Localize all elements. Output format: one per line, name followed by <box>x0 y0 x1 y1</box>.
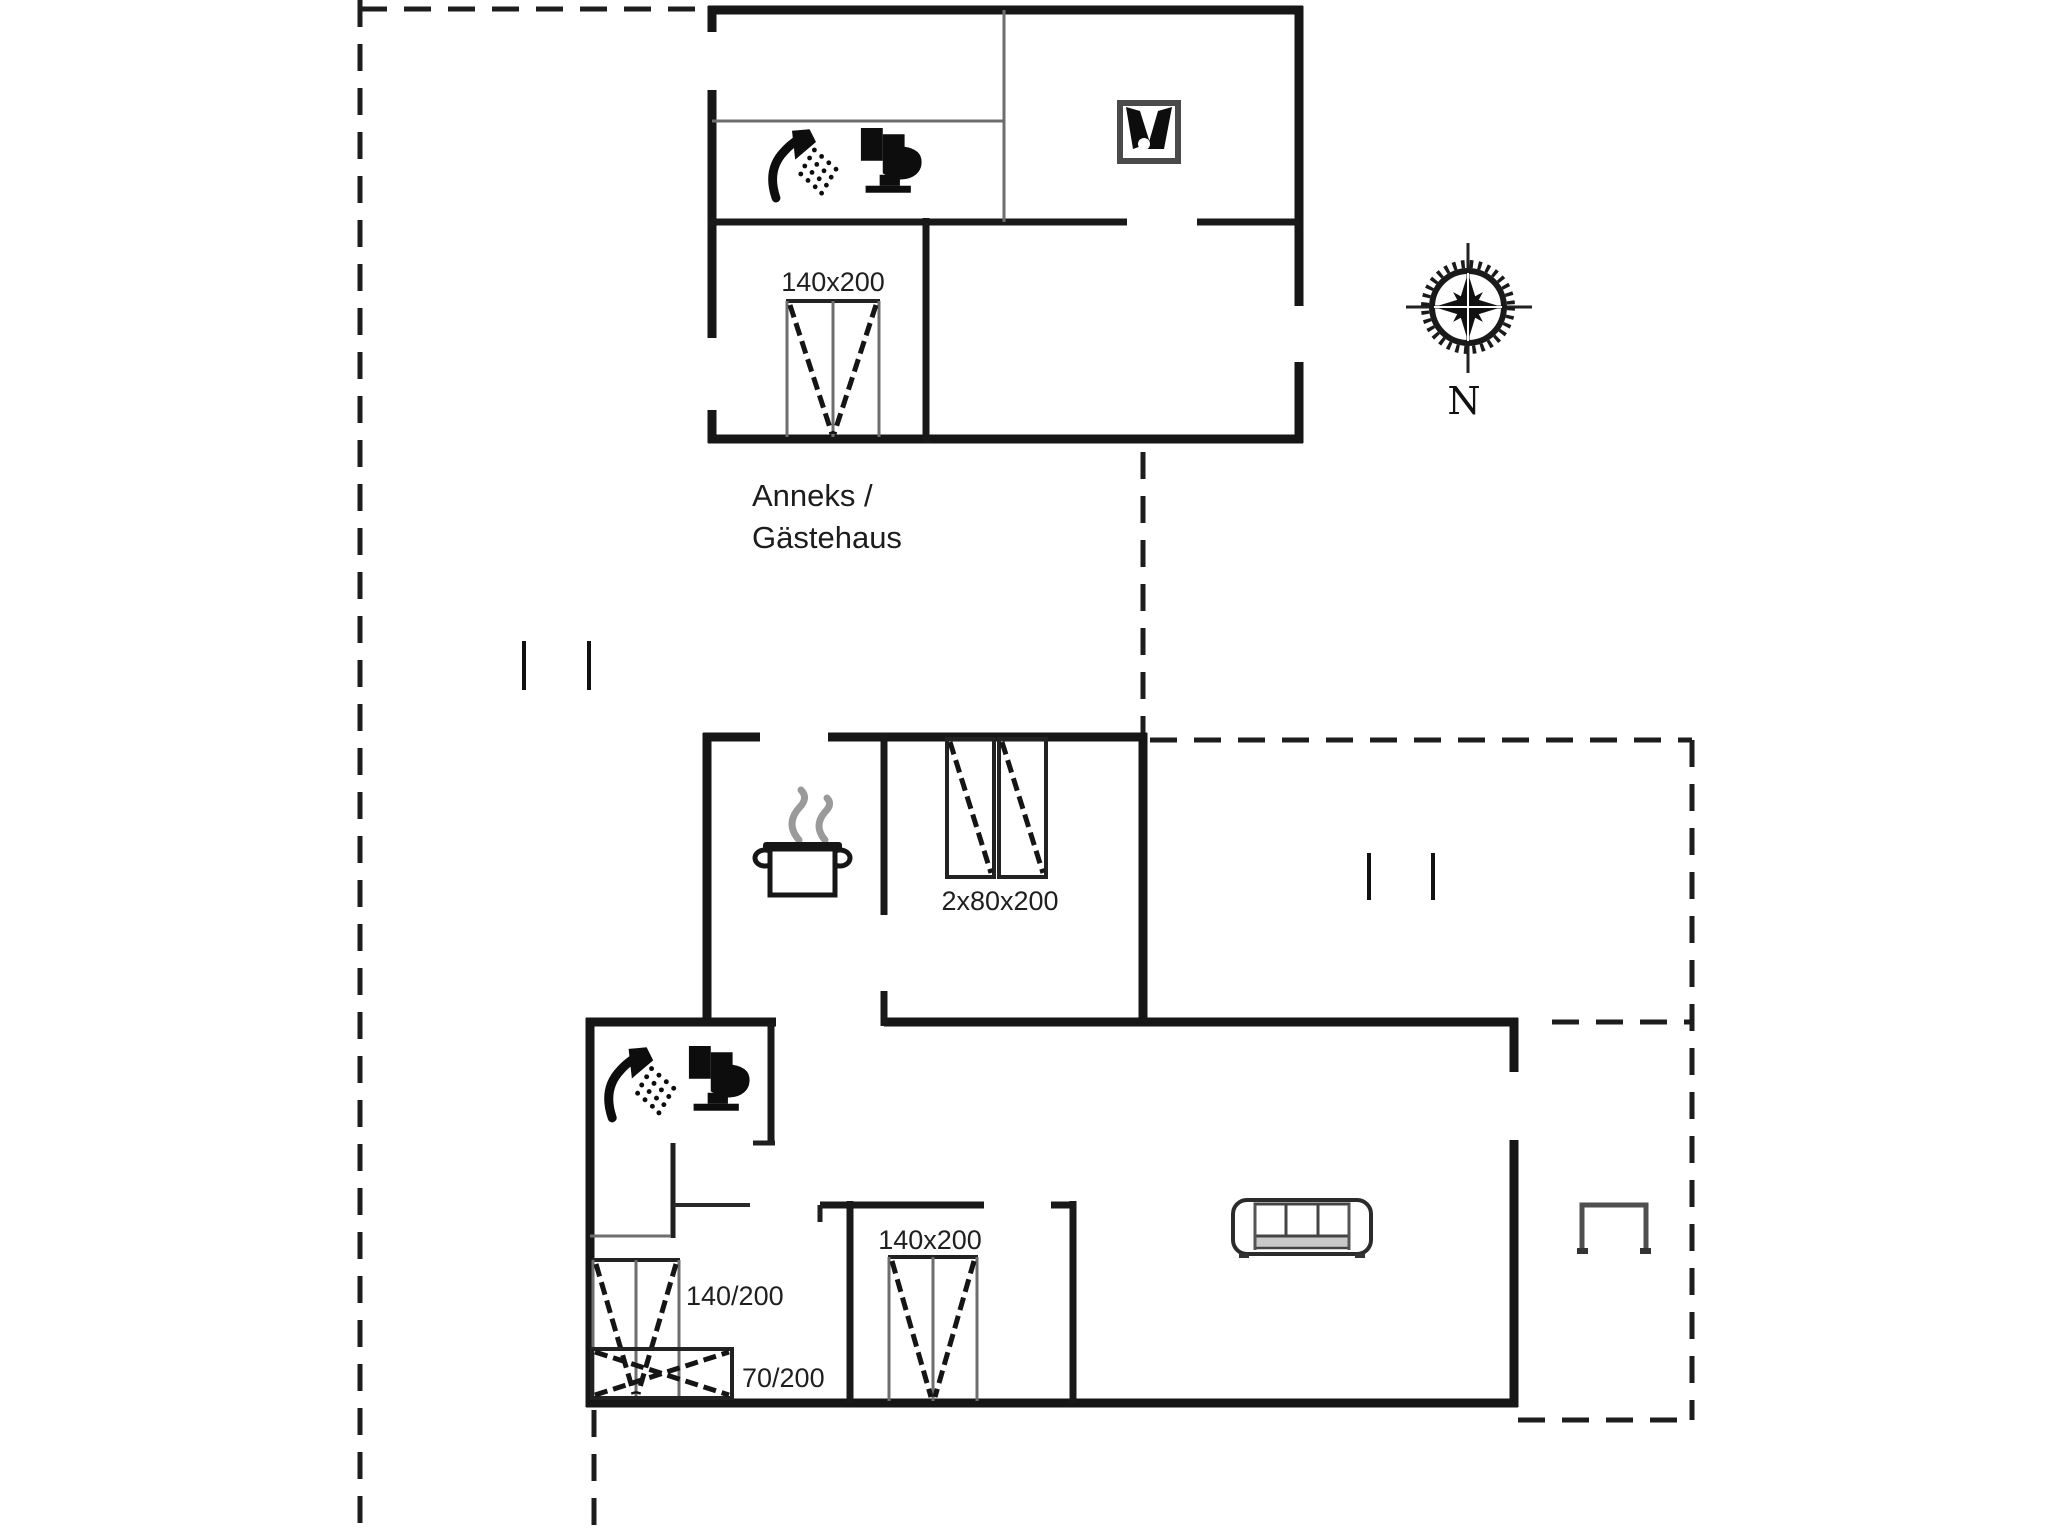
annex-bed-size-label: 140x200 <box>781 267 885 297</box>
annex-caption-line2: Gästehaus <box>752 520 902 555</box>
small-bed-size-label: 70/200 <box>742 1363 825 1393</box>
left-bed-size-label: 140/200 <box>686 1281 784 1311</box>
toilet-icon <box>860 128 922 193</box>
sofa-icon <box>1231 1198 1373 1258</box>
annex-double-bed <box>785 299 881 437</box>
compass-rose-icon <box>1406 243 1532 373</box>
annex-building: 140x200 Anneks / Gästehaus <box>707 5 1304 555</box>
shower-icon <box>773 129 839 198</box>
boundary-opening-ticks <box>522 641 1435 900</box>
toilet-icon <box>688 1046 750 1111</box>
left-double-bed <box>591 1258 681 1399</box>
annex-interior-walls <box>708 10 1299 443</box>
terrace-chair-icon <box>1577 1202 1651 1254</box>
single-bed-70x200 <box>590 1347 734 1400</box>
middle-double-bed <box>887 1255 979 1401</box>
steam-icon <box>788 786 808 844</box>
cooking-pot-icon <box>752 786 853 898</box>
annex-caption-line1: Anneks / <box>752 478 873 513</box>
stove-icon <box>1117 100 1181 164</box>
main-house: 2x80x200 140x200 140/200 <box>585 732 1651 1408</box>
main-house-interior-walls <box>590 733 1077 1403</box>
middle-bed-size-label: 140x200 <box>878 1225 982 1255</box>
shower-icon <box>609 1047 676 1118</box>
twin-bed-2x80x200 <box>945 737 1048 879</box>
twin-bed-size-label: 2x80x200 <box>941 886 1058 916</box>
property-boundary-dashed <box>357 0 1695 1536</box>
north-label: N <box>1447 379 1480 423</box>
